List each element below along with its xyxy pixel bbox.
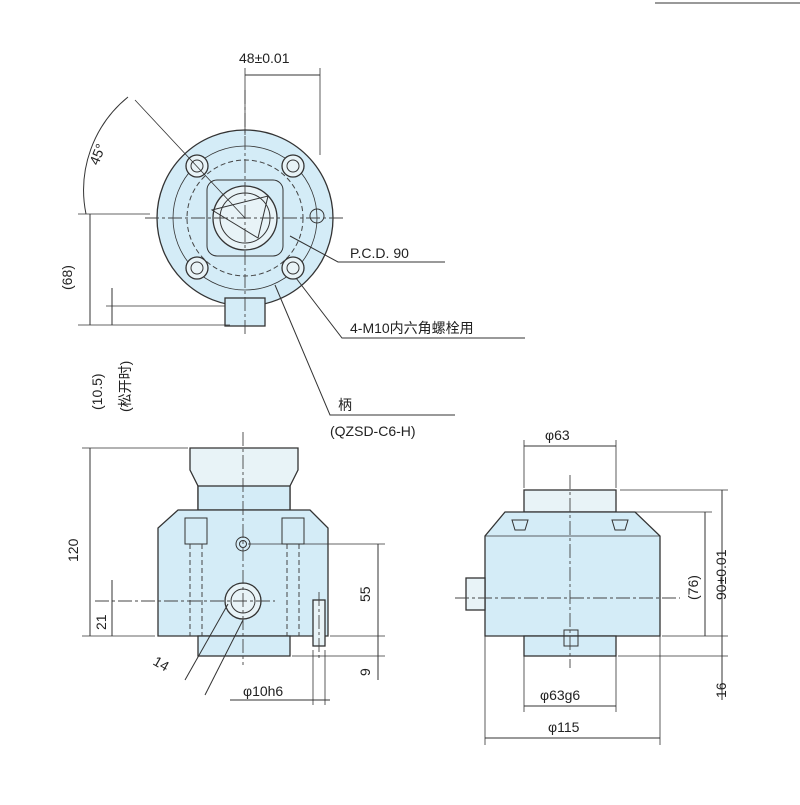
angle-arc (83, 96, 129, 215)
dim-9-label: 9 (357, 668, 373, 676)
bolt-hole (281, 256, 305, 280)
handle-label: 柄 (338, 397, 352, 413)
dim-90-label: 90±0.01 (713, 549, 729, 600)
pcd-label: P.C.D. 90 (350, 245, 409, 261)
angle-label: 45° (86, 141, 109, 167)
dim-105-label: (10.5) (89, 373, 105, 410)
phi-10h6-label: φ10h6 (243, 683, 283, 699)
bolt-hole (281, 154, 305, 178)
bolt-leader (295, 277, 525, 339)
angle-line (134, 99, 246, 219)
dim-55-label: 55 (357, 586, 373, 602)
side-boss (465, 577, 486, 611)
dim-21-label: 21 (93, 614, 109, 630)
bolt-hole (185, 256, 209, 280)
side-hole (309, 208, 325, 224)
dim-68-label: (68) (59, 265, 75, 290)
bolt-label: 4-M10内六角螺栓用 (350, 320, 474, 336)
phi-115-label: φ115 (548, 719, 580, 735)
pcd-leader (289, 235, 445, 263)
handle-model-label: (QZSD-C6-H) (330, 423, 416, 439)
phi-63-top-label: φ63 (545, 427, 570, 443)
top-view: 48±0.01 45° (68) (10.5) (松开时) P.C.D. 90 … (59, 50, 525, 439)
handle-leader (274, 284, 455, 416)
dim-14-label: 14 (151, 653, 173, 675)
dim-76-label: (76) (685, 575, 701, 600)
front-view: 120 21 55 9 14 φ10h6 (65, 432, 385, 705)
phi-63g6-label: φ63g6 (540, 687, 580, 703)
handle-triangle (210, 195, 269, 239)
side-view: φ63 (76) 90±0.01 16 φ63g6 φ115 (455, 427, 729, 745)
side-body (484, 511, 661, 637)
loosen-label: (松开时) (117, 361, 133, 412)
dim-120-label: 120 (65, 538, 81, 562)
dim-16-label: 16 (713, 682, 729, 698)
dim-48-label: 48±0.01 (239, 50, 290, 66)
front-spigot (197, 635, 291, 657)
